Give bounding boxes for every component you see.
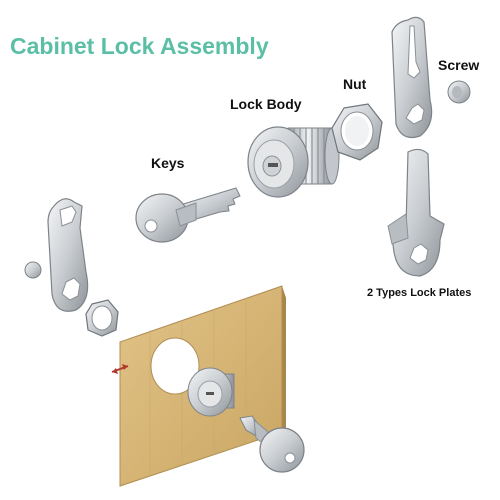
insert-arrow-icon [111, 364, 129, 374]
screw-icon [447, 80, 471, 104]
cam-plate-icon [387, 148, 445, 277]
page-title: Cabinet Lock Assembly [10, 33, 269, 59]
cam-plate-icon [391, 16, 433, 139]
hex-nut-icon [85, 299, 119, 337]
hex-nut-icon [331, 103, 383, 161]
key-icon [135, 187, 241, 243]
label-screw: Screw [438, 57, 480, 73]
lock-body-icon [247, 126, 340, 198]
label-lock-plates: 2 Types Lock Plates [367, 287, 472, 299]
key-icon [239, 415, 305, 473]
lock-body-icon [187, 367, 235, 417]
label-nut: Nut [343, 76, 367, 92]
screw-icon [24, 261, 42, 279]
label-lock-body: Lock Body [230, 96, 302, 112]
cam-plate-icon [47, 198, 89, 312]
label-keys: Keys [151, 155, 185, 171]
